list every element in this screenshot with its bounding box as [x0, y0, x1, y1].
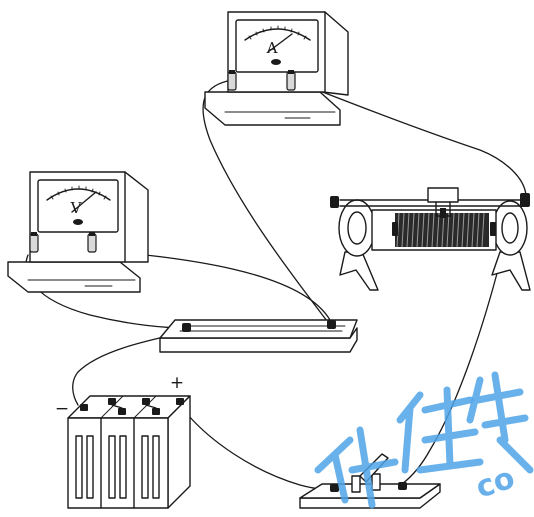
wire-board-to-battery: [72, 331, 187, 406]
ammeter-terminal-left: [227, 71, 237, 91]
voltmeter-terminal-right: [87, 233, 97, 253]
voltmeter-label: V: [70, 199, 83, 217]
battery-terminal-negative: [80, 404, 88, 411]
ammeter: A: [204, 11, 349, 126]
zero-adjust-knob: [73, 219, 83, 225]
battery-positive-sign: +: [170, 373, 184, 393]
switch-terminal-right: [398, 482, 407, 490]
rheostat-leg-right: [491, 251, 531, 291]
wire-rheostat-to-switch: [401, 261, 501, 485]
rheostat-slider[interactable]: [427, 187, 459, 218]
ammeter-label: A: [266, 39, 278, 57]
wire-battery-to-switch: [187, 414, 339, 490]
resistance-coil: [395, 212, 489, 248]
zero-adjust-knob: [271, 59, 281, 65]
rheostat-terminal-bottom-right: [490, 222, 496, 236]
switch-terminal-left: [330, 484, 339, 492]
sliding-rheostat: [330, 187, 531, 291]
rheostat-terminal-top-left: [330, 196, 339, 208]
battery-terminal-positive: [176, 398, 184, 405]
rheostat-terminal-bottom-left: [392, 222, 398, 236]
voltmeter: V: [7, 171, 149, 293]
voltmeter-terminal-left: [29, 233, 39, 253]
board-terminal-left: [182, 323, 191, 332]
wire-ammeter-left-to-board: [202, 79, 331, 326]
ammeter-terminal-right: [286, 71, 296, 91]
watermark-text: co: [472, 460, 519, 505]
connection-board: [159, 319, 358, 353]
battery-pack: − +: [55, 373, 191, 509]
rheostat-terminal-top-right: [520, 193, 530, 207]
wire-ammeter-right-to-rheostat: [291, 79, 527, 197]
board-terminal-right: [327, 320, 336, 329]
rheostat-leg-left: [339, 251, 379, 291]
battery-negative-sign: −: [55, 399, 69, 419]
